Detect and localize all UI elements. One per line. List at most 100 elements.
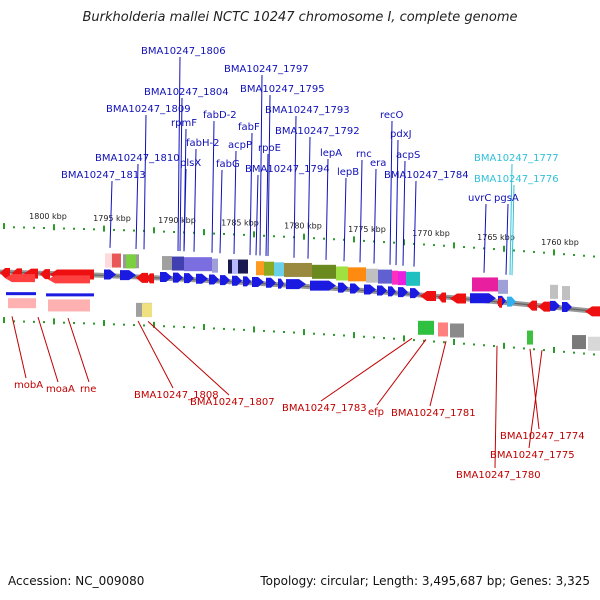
reverse-gene-label: BMA10247_1783 [282,403,367,414]
forward-gene-arrow [364,284,376,295]
minor-tick [63,321,65,324]
minor-tick [583,352,585,355]
forward-gene-label: pgsA [494,193,519,204]
gene-arrows [0,268,600,317]
forward-leader-line [307,136,311,259]
forward-gene-label: fabH-2 [186,138,220,149]
forward-gene-label: plsX [180,158,201,169]
forward-gene-label: era [370,158,386,169]
minor-tick [123,323,125,326]
forward-leader-line [177,56,181,251]
forward-leader-line [183,168,187,252]
major-tick [403,335,405,342]
product-block [336,266,348,281]
minor-tick [513,249,515,252]
major-tick [103,319,105,326]
reverse-gene-arrow [497,297,502,308]
forward-leader-line [219,169,223,254]
minor-tick [173,230,175,233]
product-block [392,270,398,285]
forward-leader-line [509,163,513,276]
forward-leader-line [259,74,263,256]
minor-tick [293,331,295,334]
major-tick [503,245,505,252]
product-block [406,271,420,286]
major-tick [53,224,55,231]
forward-gene-label: BMA10247_1794 [245,164,330,175]
minor-tick [563,350,565,353]
minor-tick [443,244,445,247]
forward-gene-label: rpoE [258,143,281,154]
product-block [550,284,558,299]
product-block [162,256,172,271]
forward-gene-arrow [310,280,336,291]
minor-tick [173,325,175,328]
forward-gene-arrow [377,285,387,296]
minor-tick [83,228,85,231]
minor-tick [13,226,15,229]
forward-gene-label: BMA10247_1792 [275,126,360,137]
forward-gene-arrow [120,270,136,281]
minor-tick [363,239,365,242]
minor-tick [223,232,225,235]
minor-tick [343,334,345,337]
forward-gene-arrow [286,279,306,290]
forward-leader-line [233,150,237,255]
major-tick [153,227,155,234]
product-block [562,286,570,301]
forward-gene-label: fabG [216,159,240,170]
forward-leader-line [325,158,329,260]
product-block [450,323,464,338]
minor-tick [463,246,465,249]
minor-tick [123,229,125,232]
minor-tick [443,341,445,344]
product-block [366,268,378,283]
minor-tick [273,330,275,333]
reverse-gene-arrow [538,301,550,312]
reverse-gene-label: BMA10247_1807 [190,397,275,408]
minor-tick [33,320,35,323]
minor-tick [573,253,575,256]
minor-tick [93,228,95,231]
product-block [284,262,312,277]
forward-gene-arrow [243,276,251,287]
minor-tick [133,324,135,327]
forward-gene-arrow [338,282,348,293]
minor-tick [393,241,395,244]
forward-leader-line [389,120,393,265]
forward-leader-line [395,139,399,266]
forward-gene-label: recO [380,110,404,121]
reverse-gene-arrow [5,274,35,283]
product-block [264,261,274,276]
forward-gene-label: lepA [320,148,342,159]
major-tick [503,342,505,349]
minor-tick [243,328,245,331]
forward-leader-line [511,184,515,276]
forward-gene-arrow [410,288,420,299]
major-tick [303,233,305,240]
product-block [142,303,152,318]
forward-gene-label: BMA10247_1777 [474,153,559,164]
minor-tick [213,232,215,235]
product-block [126,254,136,269]
forward-gene-arrow [266,277,276,288]
minor-tick [313,332,315,335]
product-block [8,298,36,309]
forward-leader-line [265,153,269,256]
forward-gene-arrow [252,276,264,287]
reverse-gene-label: BMA10247_1780 [456,470,541,481]
forward-gene-label: BMA10247_1810 [95,153,180,164]
reverse-leader-line [528,349,543,449]
forward-gene-arrow [470,293,496,304]
minor-tick [263,329,265,332]
minor-tick [373,336,375,339]
reverse-gene-label: BMA10247_1775 [490,450,575,461]
forward-leader-line [267,94,271,257]
forward-gene-arrow [232,275,242,286]
forward-leader-line [179,97,183,252]
minor-tick [23,320,25,323]
product-block [438,322,448,337]
forward-gene-arrow [278,278,284,289]
major-tick [403,239,405,246]
product-block [378,269,392,284]
